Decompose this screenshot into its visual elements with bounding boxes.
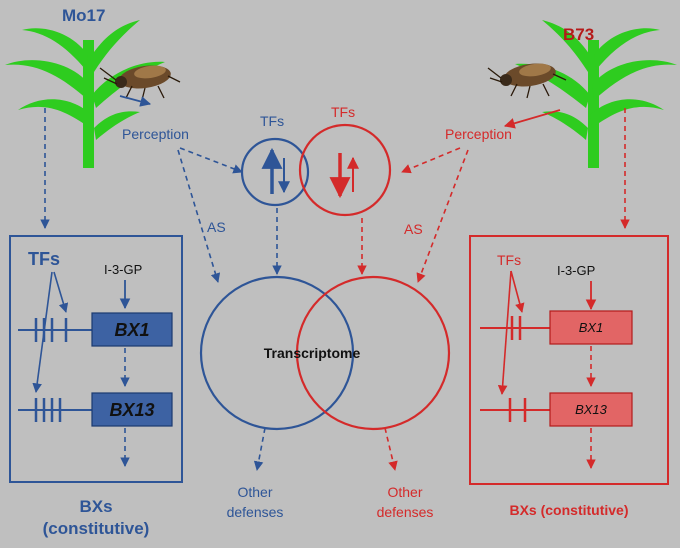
- perception-label-right: Perception: [445, 126, 512, 142]
- bxs-label-left-line1: BXs: [79, 497, 112, 516]
- gene-bx1-right: BX1: [579, 320, 604, 335]
- other-defenses-left-line2: defenses: [227, 504, 284, 520]
- transcriptome-circle-right: [295, 275, 451, 431]
- bxs-label-right: BXs (constitutive): [509, 502, 628, 518]
- genotype-label-right: B73: [563, 25, 594, 44]
- gene-bx13-left: BX13: [109, 400, 154, 420]
- genotype-label-left: Mo17: [62, 6, 105, 25]
- bx-pathway-box-right: TFs I-3-GP BX1 BX13: [469, 235, 669, 485]
- other-defenses-right-line2: defenses: [377, 504, 434, 520]
- tfs-label-box-right: TFs: [497, 252, 521, 268]
- gene-bx13-right: BX13: [575, 402, 608, 417]
- gene-bx1-left: BX1: [114, 320, 149, 340]
- maize-plant-icon: [515, 20, 677, 168]
- precursor-label-left: I-3-GP: [104, 262, 142, 277]
- tf-circle-left: [240, 137, 310, 207]
- transcriptome-circle-left: [199, 275, 355, 431]
- aphid-insect-icon: [487, 63, 567, 99]
- aphid-insect-icon: [99, 65, 181, 101]
- tf-circle-right: [298, 123, 392, 217]
- maize-plant-icon: [5, 20, 165, 168]
- other-defenses-left-line1: Other: [237, 484, 272, 500]
- tfs-label-box-left: TFs: [28, 249, 60, 269]
- bx-pathway-box-left: TFs I-3-GP BX1 BX13: [9, 235, 183, 483]
- bxs-label-left-line2: (constitutive): [43, 519, 150, 538]
- as-label-left: AS: [207, 219, 226, 235]
- tfs-circle-label-right: TFs: [331, 104, 355, 120]
- other-defenses-right-line1: Other: [387, 484, 422, 500]
- as-label-right: AS: [404, 221, 423, 237]
- perception-label-left: Perception: [122, 126, 189, 142]
- precursor-label-right: I-3-GP: [557, 263, 595, 278]
- tfs-circle-label-left: TFs: [260, 113, 284, 129]
- transcriptome-label: Transcriptome: [264, 345, 361, 361]
